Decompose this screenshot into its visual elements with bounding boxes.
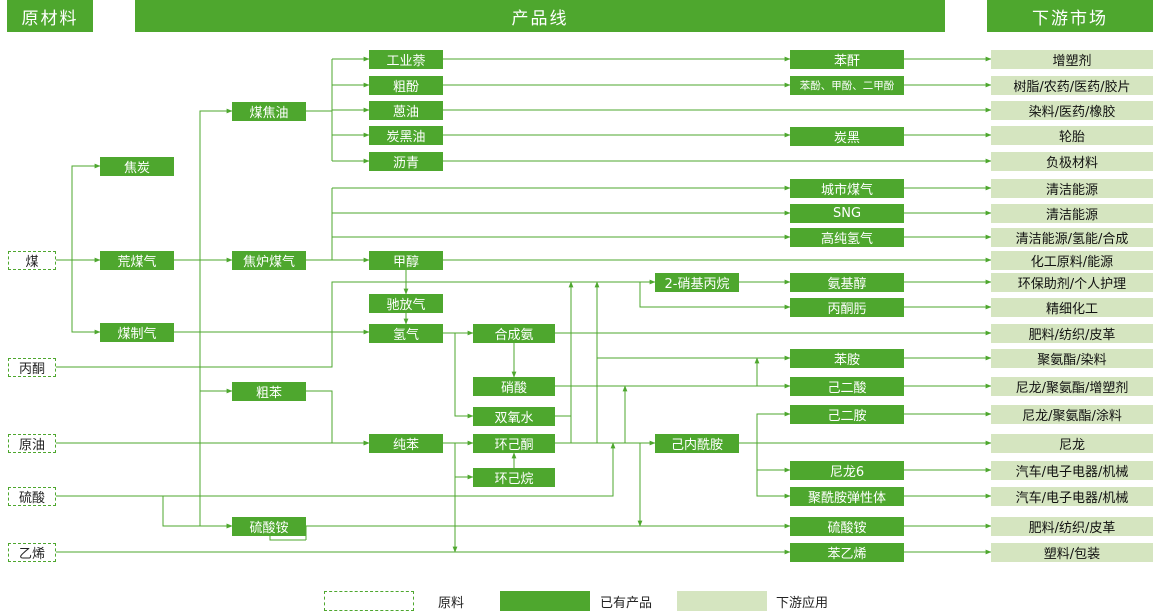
downstream-item: 肥料/纺织/皮革 (991, 324, 1153, 343)
node-crude-benzene: 粗苯 (232, 382, 306, 401)
node-caprolactam: 己内酰胺 (655, 434, 739, 453)
node-hexamethylenediamine: 己二胺 (790, 405, 904, 424)
downstream-item: 清洁能源/氢能/合成 (991, 228, 1153, 247)
node-pitch: 沥青 (369, 152, 443, 171)
header-downstream-market: 下游市场 (987, 0, 1153, 32)
node-cyclohexanone: 环己酮 (473, 434, 555, 453)
node-anthracene-oil: 蒽油 (369, 101, 443, 120)
node-ammonium-sulfate-1: 硫酸铵 (232, 517, 306, 536)
node-sng: SNG (790, 204, 904, 223)
downstream-item: 汽车/电子电器/机械 (991, 487, 1153, 506)
node-methanol: 甲醇 (369, 251, 443, 270)
raw-coal: 煤 (8, 251, 56, 270)
node-coke: 焦炭 (100, 157, 174, 176)
connector (56, 442, 616, 497)
connector (639, 282, 791, 310)
node-coal-tar: 煤焦油 (232, 102, 306, 121)
downstream-item: 负极材料 (991, 152, 1153, 171)
connector (56, 279, 656, 368)
raw-sulfuric-acid: 硫酸 (8, 487, 56, 506)
node-raw-gas: 荒煤气 (100, 251, 174, 270)
connector (306, 390, 370, 446)
header-product-line: 产品线 (135, 0, 945, 32)
node-carbon-black-oil: 炭黑油 (369, 126, 443, 145)
node-carbon-black: 炭黑 (790, 127, 904, 146)
downstream-item: 清洁能源 (991, 204, 1153, 223)
connector (71, 163, 101, 260)
node-ammonium-sulfate-2: 硫酸铵 (790, 517, 904, 536)
node-nitric-acid: 硝酸 (473, 377, 555, 396)
connector (71, 260, 101, 335)
legend-downstream-swatch (677, 591, 767, 611)
raw-crude-oil: 原油 (8, 434, 56, 453)
connector (162, 496, 233, 529)
node-aniline: 苯胺 (790, 349, 904, 368)
node-hp-hydrogen: 高纯氢气 (790, 228, 904, 247)
node-coal-gas: 煤制气 (100, 323, 174, 342)
downstream-item: 尼龙/聚氨酯/增塑剂 (991, 377, 1153, 396)
downstream-item: 化工原料/能源 (991, 251, 1153, 270)
node-cyclohexane: 环己烷 (473, 468, 555, 487)
legend-raw-label: 原料 (438, 596, 465, 611)
downstream-item: 精细化工 (991, 298, 1153, 317)
downstream-item: 轮胎 (991, 126, 1153, 145)
connector (756, 411, 791, 443)
node-styrene: 苯乙烯 (790, 543, 904, 562)
node-amino-alcohol: 氨基醇 (790, 273, 904, 292)
legend-product-label: 已有产品 (600, 596, 653, 611)
node-hydrogen-peroxide: 双氧水 (473, 407, 555, 426)
downstream-item: 环保助剂/个人护理 (991, 273, 1153, 292)
downstream-item: 聚氨酯/染料 (991, 349, 1153, 368)
downstream-item: 塑料/包装 (991, 543, 1153, 562)
node-adipic-acid: 己二酸 (790, 377, 904, 396)
node-pure-benzene: 纯苯 (369, 434, 443, 453)
raw-ethylene: 乙烯 (8, 543, 56, 562)
legend-raw-swatch (324, 591, 414, 611)
downstream-item: 染料/医药/橡胶 (991, 101, 1153, 120)
node-phthalic-anhydride: 苯酐 (790, 50, 904, 69)
connector (199, 108, 233, 260)
node-nylon6: 尼龙6 (790, 461, 904, 480)
legend-product-swatch (500, 591, 590, 611)
node-crude-phenol: 粗酚 (369, 76, 443, 95)
connector (269, 536, 306, 541)
downstream-item: 树脂/农药/医药/胶片 (991, 76, 1153, 95)
connector (454, 443, 474, 480)
node-hydrogen: 氢气 (369, 324, 443, 343)
node-acetone-oxime: 丙酮肟 (790, 298, 904, 317)
downstream-item: 尼龙/聚氨酯/涂料 (991, 405, 1153, 424)
connector (199, 391, 233, 529)
connector (199, 260, 233, 394)
node-synthetic-ammonia: 合成氨 (473, 324, 555, 343)
raw-acetone: 丙酮 (8, 358, 56, 377)
downstream-item: 尼龙 (991, 434, 1153, 453)
connector (756, 443, 791, 473)
downstream-item: 汽车/电子电器/机械 (991, 461, 1153, 480)
node-phenols: 苯酚、甲酚、二甲酚 (790, 76, 904, 95)
legend-downstream-label: 下游应用 (776, 596, 829, 611)
downstream-item: 清洁能源 (991, 179, 1153, 198)
node-city-gas: 城市煤气 (790, 179, 904, 198)
node-pa-elastomer: 聚酰胺弹性体 (790, 487, 904, 506)
node-nitropropane: 2-硝基丙烷 (655, 273, 739, 292)
node-purge-gas: 驰放气 (369, 294, 443, 313)
connector (454, 333, 474, 419)
downstream-item: 肥料/纺织/皮革 (991, 517, 1153, 536)
node-coke-oven-gas: 焦炉煤气 (232, 251, 306, 270)
node-naphthalene: 工业萘 (369, 50, 443, 69)
header-raw-materials: 原材料 (7, 0, 93, 32)
downstream-item: 增塑剂 (991, 50, 1153, 69)
connector (756, 470, 791, 499)
